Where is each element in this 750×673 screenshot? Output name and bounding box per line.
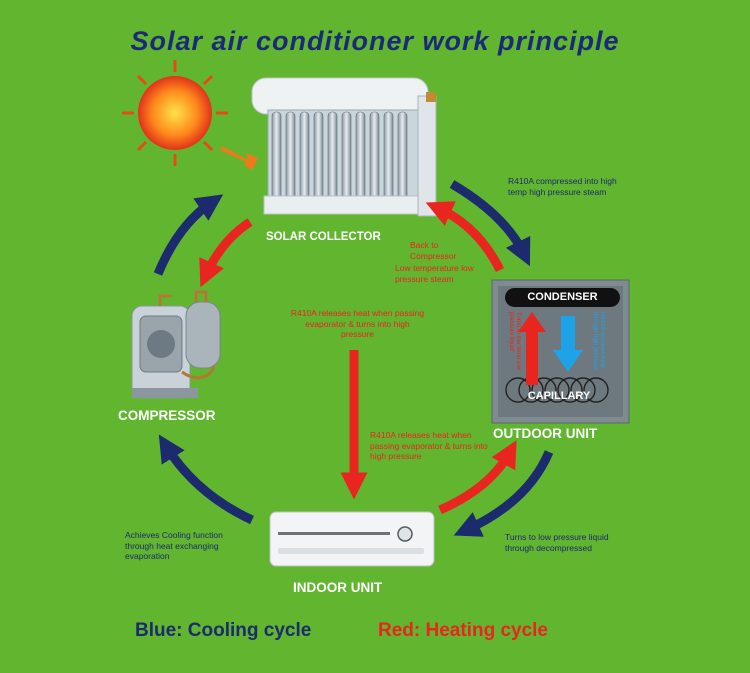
- page-title: Solar air conditioner work principle: [130, 26, 620, 56]
- sun-icon: [122, 60, 228, 166]
- solar-collector-label: SOLAR COLLECTOR: [266, 231, 381, 243]
- indoor-unit-label: INDOOR UNIT: [293, 580, 383, 595]
- annotation-collector-to-outdoor: R410A compressed into high temp high pre…: [508, 176, 617, 197]
- annotation-back-to-compressor: Back to Compressor: [410, 240, 457, 261]
- annotation-center-bottom: R410A releases heat when passing evapora…: [370, 430, 488, 461]
- annotation-condenser-blue: R410A releases heat through high pressur…: [592, 312, 605, 371]
- legend-cooling-cycle: Blue: Cooling cycle: [135, 620, 312, 641]
- outdoor-unit-label: OUTDOOR UNIT: [493, 426, 598, 441]
- capillary-label: CAPILLARY: [527, 390, 591, 402]
- compressor-image: [131, 290, 221, 399]
- annotation-center-top: R410A releases heat when passing evapora…: [290, 308, 425, 339]
- sun-ray-arrow: [220, 146, 258, 170]
- legend-heating-cycle: Red: Heating cycle: [378, 620, 548, 641]
- annotation-low-temp-steam: Low temperature low pressure steam: [395, 263, 474, 284]
- condenser-label: CONDENSER: [505, 288, 620, 307]
- heating-cycle-arrows: [199, 201, 517, 515]
- cooling-cycle-arrows: [153, 180, 554, 537]
- compressor-label: COMPRESSOR: [118, 408, 216, 423]
- indoor-unit-image: [269, 511, 435, 567]
- solar-collector-image: [251, 77, 437, 217]
- annotation-condenser-red: Turns to low temp low pressure liquid: [508, 312, 521, 371]
- annotation-indoor-left: Achieves Cooling function through heat e…: [125, 530, 223, 561]
- annotation-outdoor-to-indoor: Turns to low pressure liquid through dec…: [505, 532, 609, 553]
